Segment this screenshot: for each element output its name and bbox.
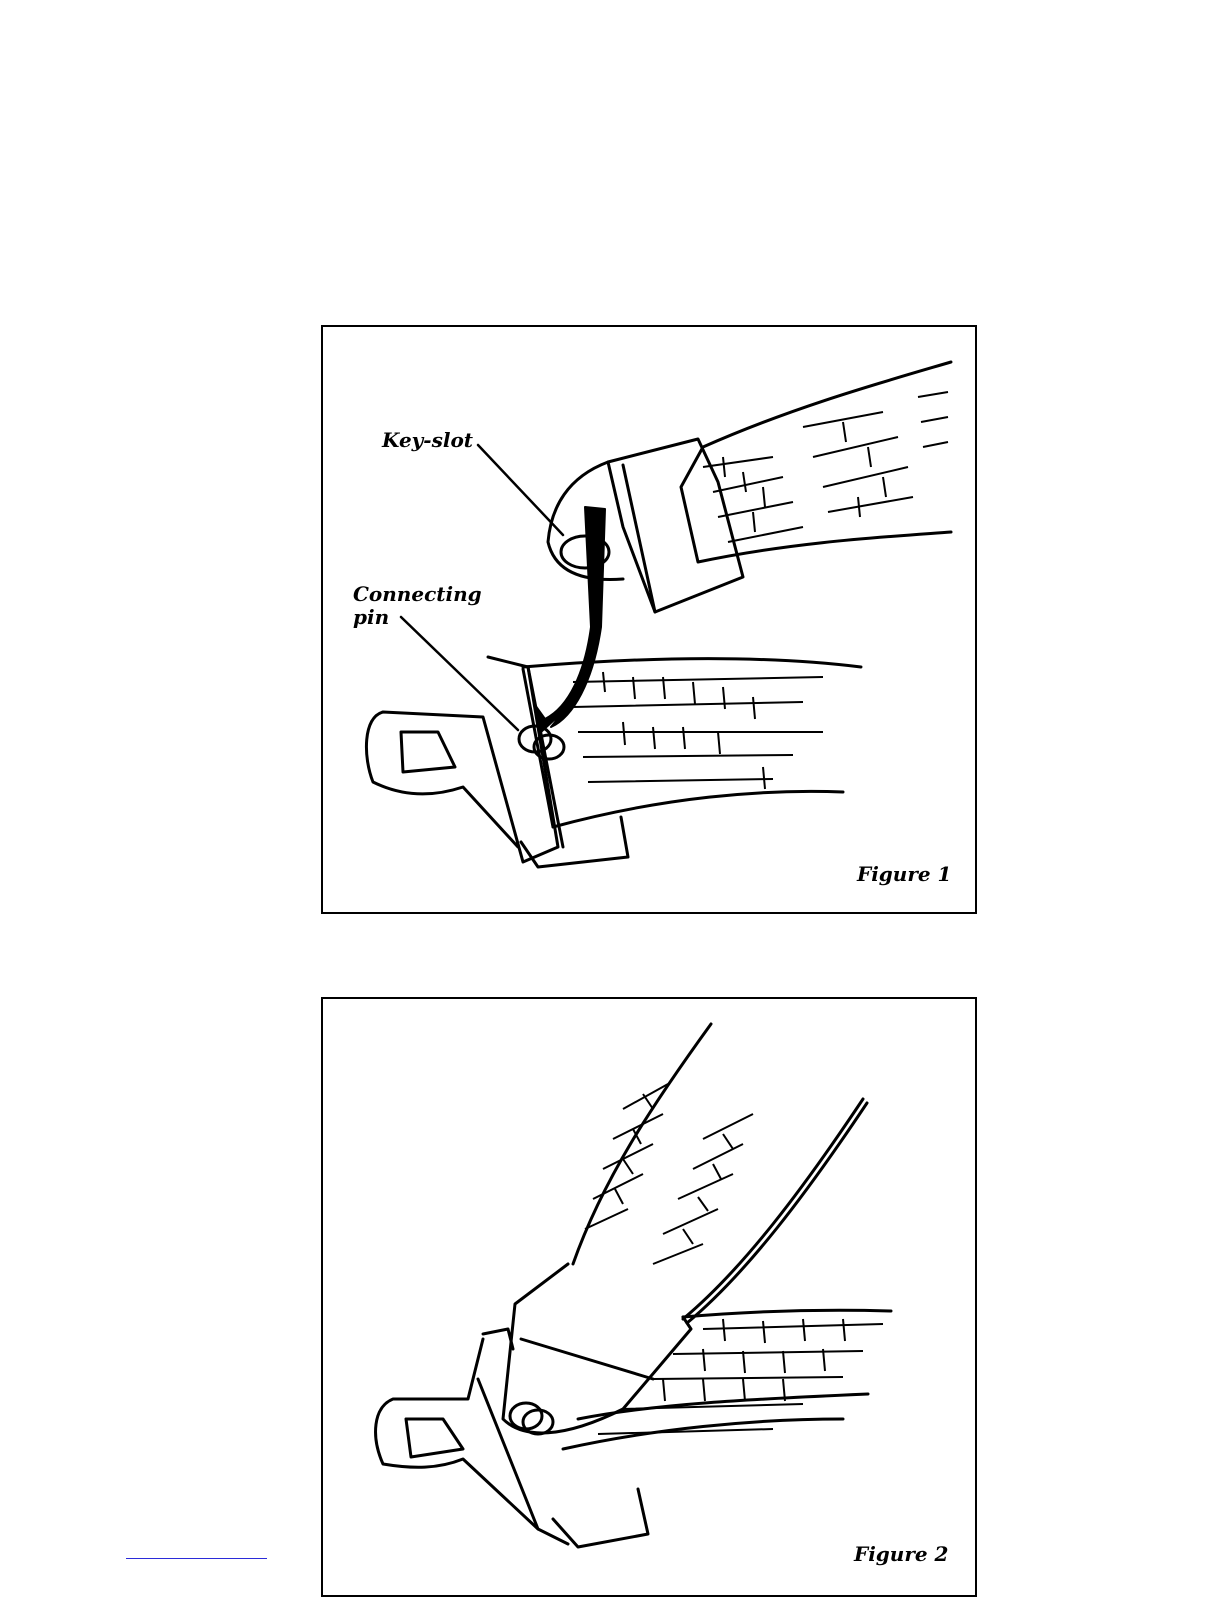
footnote-separator — [126, 1558, 267, 1559]
seatbelt-latched-illustration — [323, 999, 975, 1595]
figure-2-caption: Figure 2 — [854, 1542, 948, 1566]
figure-1-caption: Figure 1 — [857, 862, 951, 886]
key-slot-label: Key-slot — [382, 429, 473, 452]
connecting-pin-label: Connecting pin — [353, 583, 482, 629]
figure-2-frame: Figure 2 — [321, 997, 977, 1597]
figure-1-frame: Key-slot Connecting pin Figure 1 — [321, 325, 977, 914]
